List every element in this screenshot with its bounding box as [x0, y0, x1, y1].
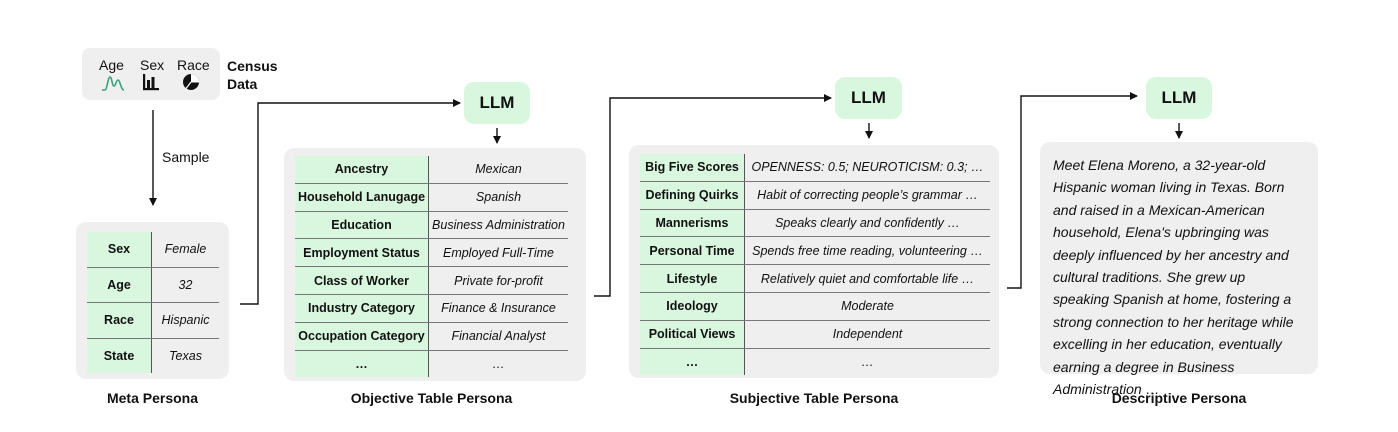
density-curve-icon	[102, 76, 125, 91]
llm-box-3: LLM	[1146, 77, 1212, 119]
table-row: ……	[295, 350, 568, 378]
row-key: Class of Worker	[295, 266, 429, 295]
row-value: Moderate	[744, 292, 990, 321]
row-value: Texas	[169, 348, 202, 363]
row-value: Independent	[744, 320, 990, 349]
narrative-line: Hispanic woman living in Texas. Born	[1053, 179, 1285, 196]
census-sex-label: Sex	[140, 57, 165, 73]
subjective-persona-caption: Subjective Table Persona	[729, 390, 899, 406]
sample-label: Sample	[162, 149, 210, 165]
narrative-line: and raised in a Mexican-American	[1053, 201, 1265, 218]
row-value: Speaks clearly and confidently …	[744, 209, 990, 238]
row-value: Female	[151, 232, 219, 268]
census-race-label: Race	[177, 57, 210, 73]
row-value: Habit of correcting people’s grammar …	[744, 181, 990, 210]
row-value: Spends free time reading, volunteering …	[744, 236, 990, 266]
bar-chart-icon	[143, 74, 159, 91]
descriptive-persona-caption: Descriptive Persona	[1111, 390, 1247, 406]
row-value: OPENNESS: 0.5; NEUROTICISM: 0.3; …	[744, 154, 990, 182]
row-key: Age	[87, 267, 152, 303]
row-key: Occupation Category	[295, 322, 429, 351]
row-value: …	[861, 354, 874, 369]
narrative-line: Administration …	[1053, 381, 1160, 398]
row-key: Lifestyle	[640, 264, 745, 293]
objective-to-llm-arrow	[594, 94, 832, 297]
row-value: Hispanic	[151, 302, 219, 339]
descriptive-persona-panel	[1040, 142, 1318, 374]
row-value: Private for-profit	[428, 266, 568, 295]
row-key: Ancestry	[295, 156, 429, 184]
census-data-box	[82, 48, 220, 100]
row-key: State	[87, 338, 152, 373]
subjective-to-llm-arrow	[1007, 92, 1138, 289]
row-key: …	[295, 350, 429, 378]
narrative-line: excelling in her education, eventually	[1053, 336, 1282, 353]
row-value: Financial Analyst	[428, 322, 568, 351]
row-key: Political Views	[640, 320, 745, 349]
row-key: Sex	[87, 232, 152, 268]
meta-to-llm-arrow	[240, 99, 461, 305]
narrative-line: household, Elena's upbringing was	[1053, 224, 1269, 241]
row-key: …	[640, 348, 745, 376]
row-value: 32	[151, 267, 219, 303]
narrative-line: speaking Spanish at home, fostering a	[1053, 291, 1292, 308]
census-age-label: Age	[99, 57, 124, 73]
row-value: Relatively quiet and comfortable life …	[744, 264, 990, 293]
narrative-line: Meet Elena Moreno, a 32-year-old	[1053, 157, 1266, 173]
table-row: ……	[640, 348, 990, 376]
row-key: Personal Time	[640, 236, 745, 266]
row-key: Ideology	[640, 292, 745, 321]
row-key: Industry Category	[295, 294, 429, 323]
census-data-title: Census Data	[227, 58, 278, 92]
narrative-line: deeply influenced by her ancestry and	[1053, 246, 1289, 263]
row-key: Big Five Scores	[640, 154, 745, 182]
row-key: Race	[87, 302, 152, 339]
llm-box-1: LLM	[464, 82, 530, 124]
row-key: Defining Quirks	[640, 181, 745, 210]
pie-chart-icon	[183, 74, 199, 90]
narrative-line: cultural traditions. She grew up	[1053, 269, 1246, 286]
llm-box-2: LLM	[835, 77, 902, 119]
row-key: Mannerisms	[640, 209, 745, 238]
row-value: Finance & Insurance	[428, 294, 568, 323]
row-key: Household Lanugage	[295, 183, 429, 212]
row-value: Mexican	[428, 156, 568, 184]
narrative-line: strong connection to her heritage while	[1053, 313, 1294, 330]
row-value: Employed Full-Time	[428, 238, 568, 268]
table-row: State Texas	[87, 338, 219, 373]
row-key: Education	[295, 211, 429, 240]
objective-persona-caption: Objective Table Persona	[350, 390, 513, 406]
row-value: …	[492, 356, 505, 371]
row-key: Employment Status	[295, 238, 429, 268]
narrative-line: earning a degree in Business	[1053, 358, 1235, 375]
row-value: Business Administration	[428, 211, 568, 240]
meta-persona-caption: Meta Persona	[106, 390, 199, 406]
row-value: Spanish	[428, 183, 568, 212]
